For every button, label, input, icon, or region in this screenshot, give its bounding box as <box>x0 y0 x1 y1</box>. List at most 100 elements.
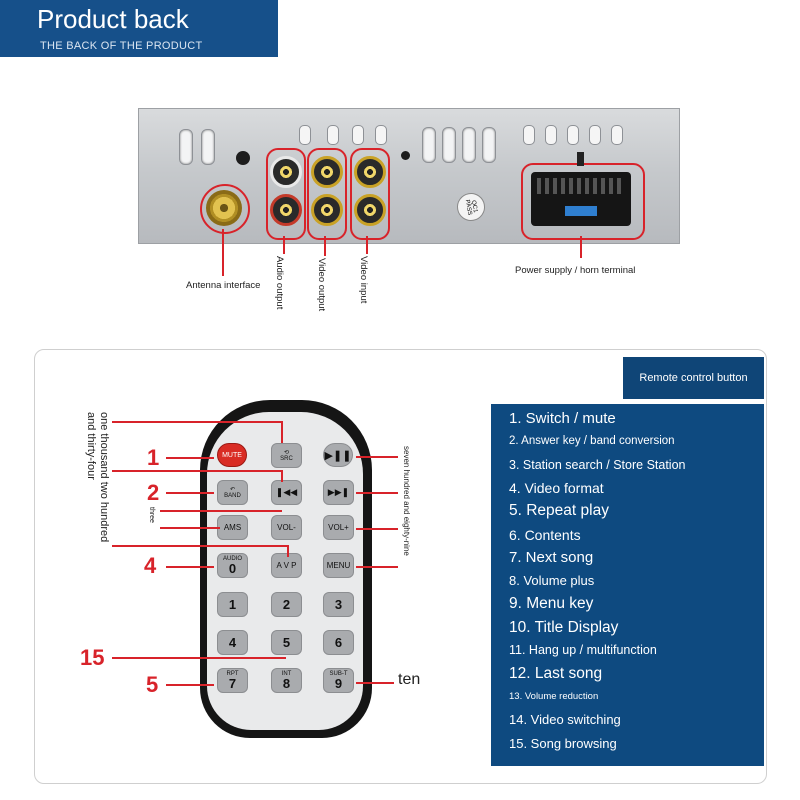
vent-slot <box>201 129 215 165</box>
callout-2: 2 <box>147 480 160 505</box>
callout-1234-text: one thousand two hundred and thirty-four <box>85 412 110 543</box>
ams-button[interactable]: AMS <box>217 515 248 540</box>
video-output-highlight <box>307 148 347 240</box>
header-banner <box>0 0 278 57</box>
screw-hole <box>401 151 410 160</box>
vent-slot <box>422 127 436 163</box>
remote-section-title: Remote control button <box>623 357 764 399</box>
list-item: 13. Volume reduction <box>509 691 599 702</box>
leader-line <box>283 236 285 254</box>
callout-line <box>160 527 220 529</box>
callout-15: 15 <box>80 645 105 670</box>
digit-4-button[interactable]: 4 <box>217 630 248 655</box>
digit-3-button[interactable]: 3 <box>323 592 354 617</box>
vent-slot <box>179 129 193 165</box>
callout-line <box>112 470 282 472</box>
page-subtitle: THE BACK OF THE PRODUCT <box>40 40 203 52</box>
vent-slot <box>352 125 364 145</box>
antenna-label: Antenna interface <box>186 280 261 291</box>
next-track-icon[interactable]: ▶▶❚ <box>323 480 354 505</box>
callout-line <box>166 457 214 459</box>
vent-slot <box>299 125 311 145</box>
callout-line <box>356 492 398 494</box>
vent-slot <box>375 125 387 145</box>
vent-slot <box>611 125 623 145</box>
video-input-jack-2 <box>354 194 386 226</box>
digit-2-button[interactable]: 2 <box>271 592 302 617</box>
list-item: 10. Title Display <box>509 619 619 636</box>
callout-line <box>281 470 283 482</box>
callout-line <box>112 545 288 547</box>
screw-hole <box>236 151 250 165</box>
antenna-highlight-ring <box>200 184 250 234</box>
previous-track-icon[interactable]: ❚◀◀ <box>271 480 302 505</box>
digit-5-button[interactable]: 5 <box>271 630 302 655</box>
volume-down-button[interactable]: VOL- <box>271 515 302 540</box>
vent-slot <box>545 125 557 145</box>
callout-line <box>166 566 214 568</box>
list-item: 12. Last song <box>509 665 603 682</box>
avp-button[interactable]: A V P <box>271 553 302 578</box>
callout-line <box>112 421 282 423</box>
audio-output-white-jack <box>270 156 302 188</box>
list-item: 9. Menu key <box>509 595 594 612</box>
vent-slot <box>442 127 456 163</box>
leader-line <box>580 236 582 258</box>
callout-line <box>356 528 398 530</box>
list-item: 4. Video format <box>509 480 604 496</box>
callout-789-text: seven hundred and eighty-nine <box>402 446 411 556</box>
page-title: Product back <box>37 4 189 34</box>
volume-up-button[interactable]: VOL+ <box>323 515 354 540</box>
list-item: 5. Repeat play <box>509 502 609 519</box>
audio-output-label: Audio output <box>274 256 285 310</box>
menu-button[interactable]: MENU <box>323 553 354 578</box>
vent-slot <box>462 127 476 163</box>
power-label: Power supply / horn terminal <box>515 265 636 276</box>
video-output-jack-1 <box>311 156 343 188</box>
leader-line <box>222 229 224 276</box>
leader-line <box>366 236 368 254</box>
list-item: 6. Contents <box>509 527 581 543</box>
video-input-highlight <box>350 148 390 240</box>
callout-line <box>287 545 289 557</box>
vent-slot <box>567 125 579 145</box>
band-button[interactable]: ↶BAND <box>217 480 248 505</box>
callout-three-text: three <box>148 507 155 523</box>
list-item: 2. Answer key / band conversion <box>509 435 675 447</box>
src-button[interactable]: ⟲SRC <box>271 443 302 468</box>
video-output-jack-2 <box>311 194 343 226</box>
audio-output-red-jack <box>270 194 302 226</box>
qc-pass-badge: QC1 PASS <box>454 190 488 224</box>
digit-1-button[interactable]: 1 <box>217 592 248 617</box>
audio-output-highlight <box>266 148 306 240</box>
video-input-label: Video input <box>358 256 369 304</box>
list-item: 1. Switch / mute <box>509 410 616 427</box>
callout-4: 4 <box>144 553 157 578</box>
vent-slot <box>589 125 601 145</box>
video-output-label: Video output <box>316 258 327 312</box>
callout-line <box>112 657 286 659</box>
digit-6-button[interactable]: 6 <box>323 630 354 655</box>
mute-button[interactable]: MUTE <box>217 443 247 467</box>
list-item: 15. Song browsing <box>509 736 617 751</box>
play-pause-icon[interactable]: ▶❚❚ <box>323 443 353 467</box>
power-connector <box>531 172 631 226</box>
callout-line <box>356 456 398 458</box>
list-item: 8. Volume plus <box>509 573 595 588</box>
power-connector-latch <box>577 152 584 166</box>
video-input-jack-1 <box>354 156 386 188</box>
list-item: 11. Hang up / multifunction <box>509 643 657 657</box>
callout-line <box>356 566 398 568</box>
list-item: 3. Station search / Store Station <box>509 458 686 472</box>
callout-line <box>160 510 282 512</box>
callout-line <box>166 492 214 494</box>
function-list: 1. Switch / mute 2. Answer key / band co… <box>491 404 764 766</box>
callout-ten-text: ten <box>398 671 421 688</box>
vent-slot <box>327 125 339 145</box>
callout-line <box>281 421 283 443</box>
callout-1: 1 <box>147 445 160 470</box>
